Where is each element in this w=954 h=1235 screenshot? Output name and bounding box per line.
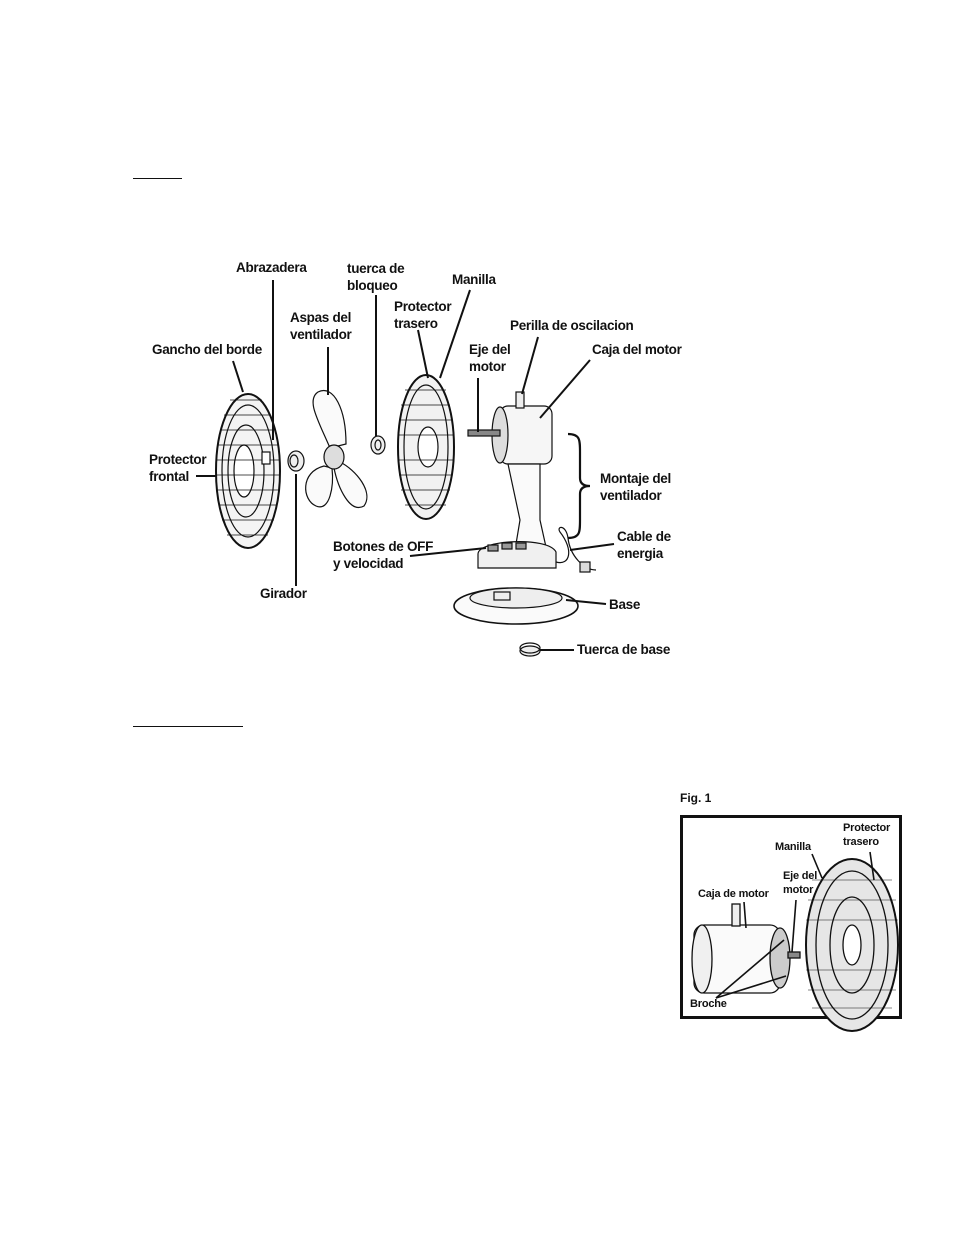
front-guard-drawing [215,393,281,549]
label-montaje-line2: ventilador [600,488,662,503]
fig1-label-eje-line1: Eje del [783,870,818,882]
label-montaje-line1: Montaje del [600,471,671,486]
label-gancho-del-borde: Gancho del borde [152,342,262,357]
label-protector-frontal-line1: Protector [149,452,207,467]
label-perilla-de-oscilacion: Perilla de oscilacion [510,318,634,333]
label-aspas-line2: ventilador [290,327,352,342]
label-manilla: Manilla [452,272,496,287]
label-protector-trasero-line2: trasero [394,316,438,331]
label-protector-trasero-line1: Protector [394,299,452,314]
label-tuerca-de-bloqueo-line1: tuerca de [347,261,405,276]
fig1-label-broche: Broche [690,998,727,1010]
label-botones-line1: Botones de OFF [333,539,434,554]
fig1-label-protector-trasero-line2: trasero [843,836,879,848]
rear-guard-drawing [397,374,455,520]
label-protector-frontal-line2: frontal [149,469,189,484]
figure1-frame [680,815,902,1019]
motor-housing-drawing [467,391,553,557]
fig1-label-eje-line2: motor [783,884,814,896]
figure-caption: Fig. 1 [680,791,712,805]
label-aspas-line1: Aspas del [290,310,352,325]
label-botones-line2: y velocidad [333,556,404,571]
label-tuerca-de-bloqueo-line2: bloqueo [347,278,398,293]
label-eje-del-motor-line2: motor [469,359,506,374]
label-eje-del-motor-line1: Eje del [469,342,511,357]
label-base: Base [609,597,641,612]
label-caja-del-motor: Caja del motor [592,342,682,357]
fan-blades-drawing [305,389,368,509]
section-rule-middle [133,726,243,727]
fig1-label-caja-de-motor: Caja de motor [698,888,769,900]
label-cable-de-energia-line1: Cable de [617,529,671,544]
label-abrazadera: Abrazadera [236,260,307,275]
label-tuerca-de-base: Tuerca de base [577,642,671,657]
fig1-label-manilla: Manilla [775,841,811,853]
fig1-label-protector-trasero-line1: Protector [843,822,891,834]
section-rule-top [133,178,182,179]
label-girador: Girador [260,586,307,601]
label-cable-de-energia-line2: energia [617,546,663,561]
